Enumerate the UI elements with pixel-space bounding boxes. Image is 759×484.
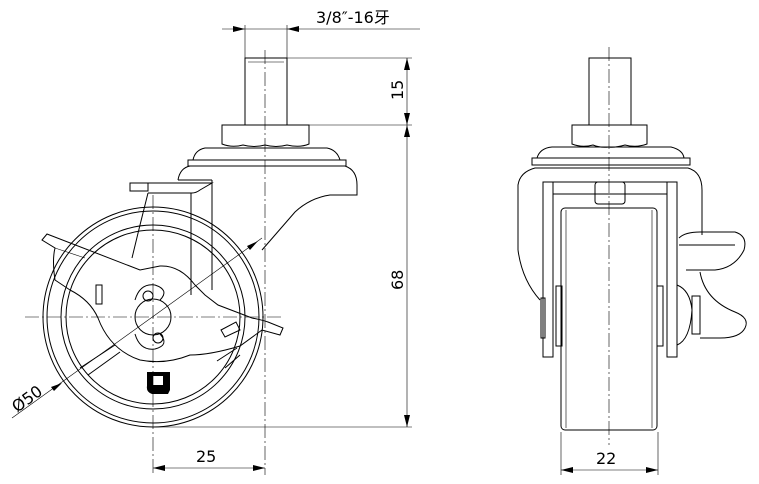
threaded-stem (244, 57, 288, 126)
threaded-stem (588, 57, 632, 126)
dimension-height: 15 68 (155, 57, 412, 428)
front-view (517, 47, 747, 445)
hex-nut (221, 124, 310, 147)
dimension-width: 22 (560, 432, 659, 475)
thread-label: 3/8″-16牙 (316, 8, 390, 27)
dimension-thread: 3/8″-16牙 (222, 8, 420, 58)
diameter-label: Ø50 (8, 381, 46, 416)
stem-length-label: 15 (388, 80, 407, 100)
height-label: 68 (388, 270, 407, 290)
width-label: 22 (596, 449, 616, 468)
brake-pedal (678, 231, 746, 271)
offset-label: 25 (196, 447, 216, 466)
brake-arm (41, 233, 284, 363)
top-plate (192, 147, 341, 161)
brake-mark (95, 284, 103, 305)
side-view (25, 50, 358, 475)
dimension-offset: 25 (153, 447, 265, 471)
swivel-head (177, 165, 358, 251)
fork (517, 167, 703, 250)
hex-nut (571, 124, 648, 148)
